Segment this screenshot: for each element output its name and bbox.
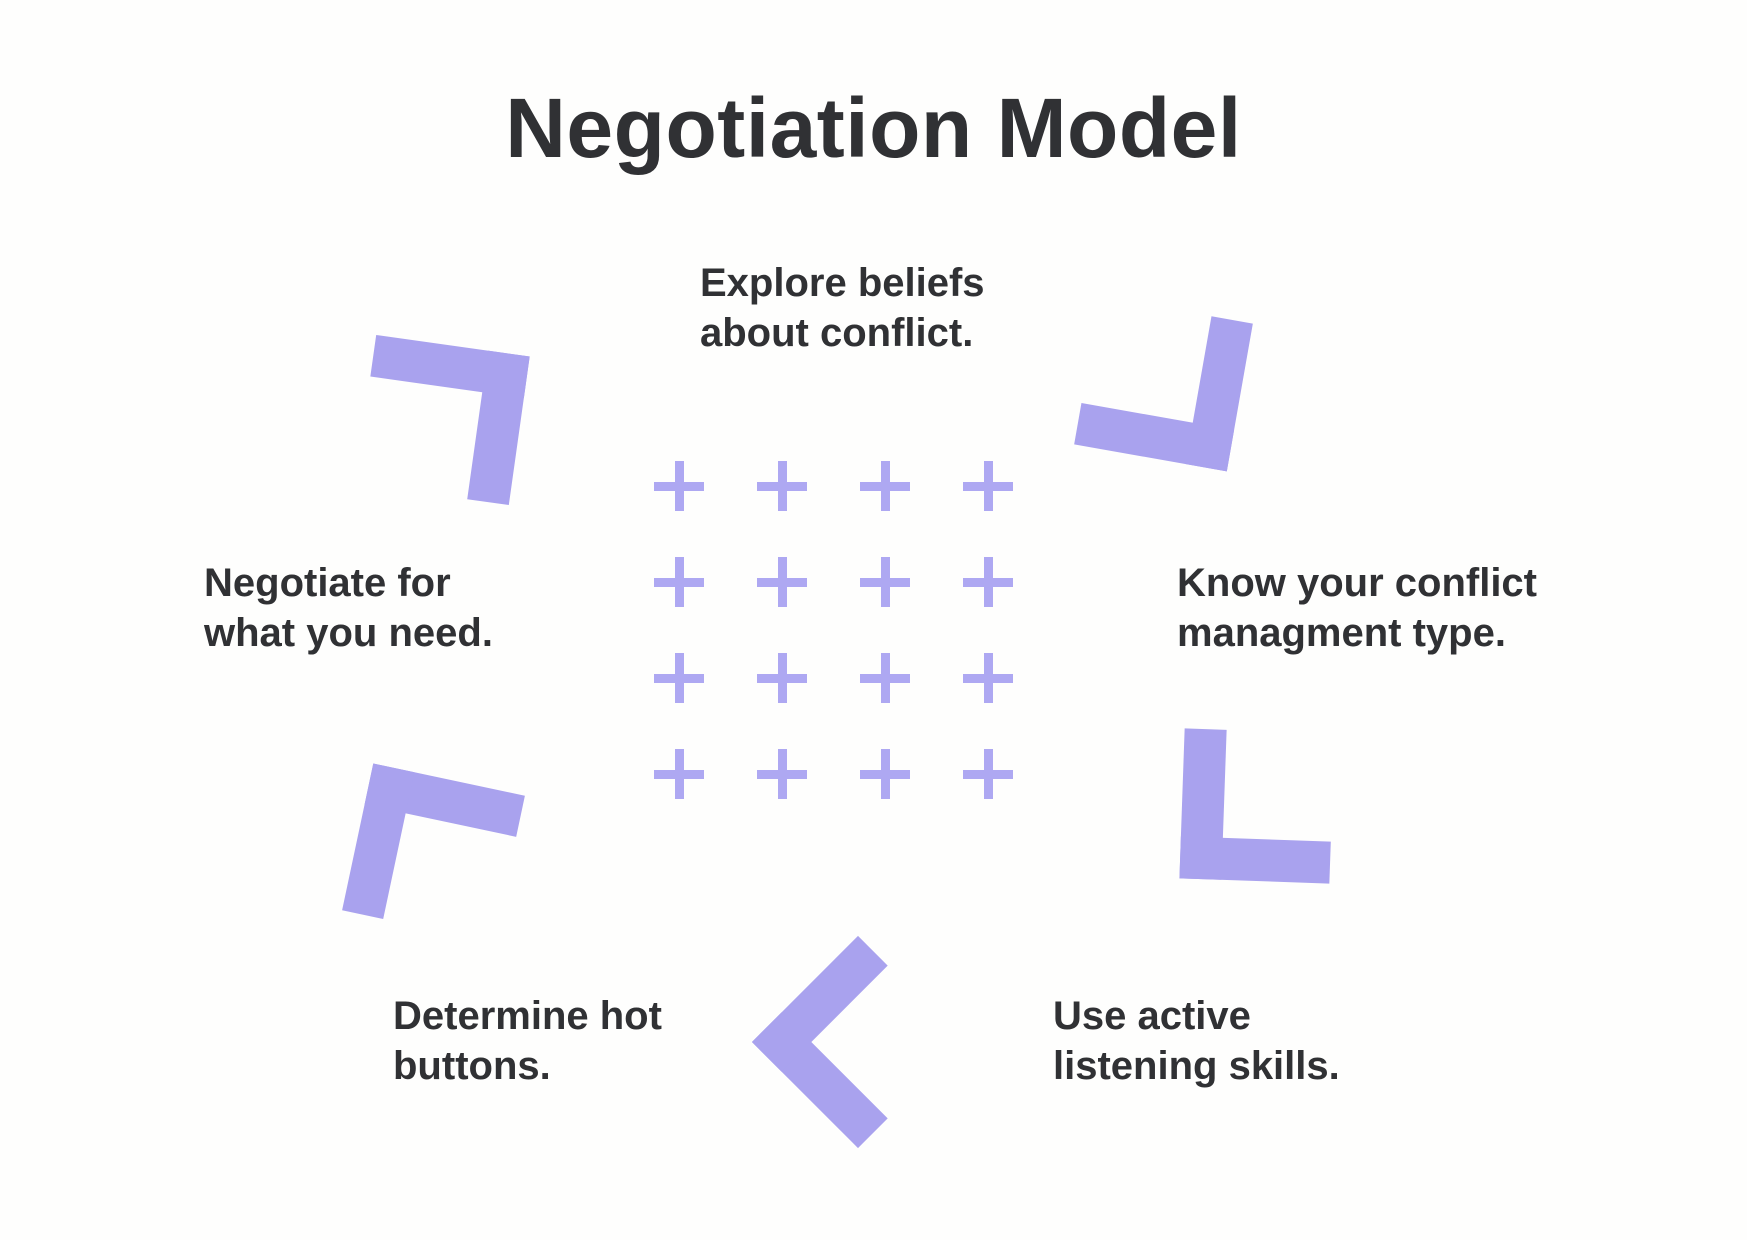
page-title: Negotiation Model bbox=[505, 81, 1242, 175]
chevron-left-icon bbox=[342, 763, 525, 943]
step-line: Know your conflict bbox=[1177, 561, 1537, 605]
plus-icon bbox=[860, 461, 910, 511]
plus-grid bbox=[654, 461, 1013, 799]
plus-icon bbox=[963, 749, 1013, 799]
plus-icon bbox=[757, 653, 807, 703]
step-label-determine-hot-buttons: Determine hot buttons. bbox=[393, 991, 662, 1091]
plus-icon bbox=[654, 749, 704, 799]
step-line: what you need. bbox=[204, 611, 493, 655]
step-label-know-conflict-type: Know your conflict managment type. bbox=[1177, 558, 1537, 658]
step-line: buttons. bbox=[393, 1044, 551, 1088]
step-line: Use active bbox=[1053, 994, 1251, 1038]
plus-icon bbox=[757, 557, 807, 607]
chevron-arm bbox=[342, 763, 415, 919]
chevron-bottom-center-icon bbox=[751, 935, 964, 1149]
chevron-right-icon bbox=[1179, 728, 1334, 884]
plus-icon bbox=[963, 557, 1013, 607]
plus-icon bbox=[757, 749, 807, 799]
chevron-top-right-icon bbox=[1074, 297, 1253, 472]
step-line: managment type. bbox=[1177, 611, 1506, 655]
step-label-negotiate-for-needs: Negotiate for what you need. bbox=[204, 558, 493, 658]
plus-icon bbox=[860, 749, 910, 799]
step-line: listening skills. bbox=[1053, 1044, 1340, 1088]
step-line: Explore beliefs bbox=[700, 261, 985, 305]
chevron-top-left-icon bbox=[355, 334, 530, 506]
step-line: Determine hot bbox=[393, 994, 662, 1038]
plus-icon bbox=[860, 653, 910, 703]
plus-icon bbox=[654, 461, 704, 511]
plus-icon bbox=[963, 461, 1013, 511]
chevron-arm bbox=[1185, 316, 1253, 472]
step-label-use-active-listening: Use active listening skills. bbox=[1053, 991, 1340, 1091]
plus-icon bbox=[654, 557, 704, 607]
plus-icon bbox=[757, 461, 807, 511]
plus-icon bbox=[860, 557, 910, 607]
step-line: Negotiate for bbox=[204, 561, 451, 605]
chevron-arm bbox=[1179, 728, 1227, 880]
step-line: about conflict. bbox=[700, 311, 974, 355]
plus-icon bbox=[963, 653, 1013, 703]
step-label-explore-beliefs: Explore beliefs about conflict. bbox=[700, 258, 985, 358]
plus-icon bbox=[654, 653, 704, 703]
